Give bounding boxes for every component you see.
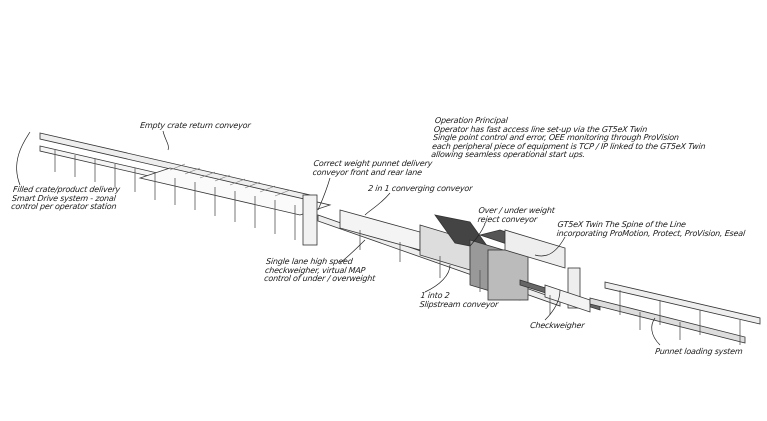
label-2-in-1-converging: 2 in 1 converging conveyor: [367, 184, 473, 194]
crate-conveyor: [39, 132, 332, 246]
label-line: conveyor front and rear lane: [312, 167, 423, 177]
label-line: control of under / overweight: [263, 274, 376, 283]
label-line: Checkweigher: [529, 321, 585, 330]
label-checkweigher: Checkweigher: [529, 321, 585, 331]
label-line: 2 in 1 converging conveyor: [367, 184, 473, 193]
label-punnet-loading: Punnet loading system: [654, 347, 743, 357]
punnet-loading-system: [589, 281, 761, 345]
label-line: Punnet loading system: [654, 347, 743, 356]
label-line: control per operator station: [10, 202, 117, 211]
label-line: allowing seamless operational start ups.: [430, 150, 586, 159]
callout-leaders: [16, 130, 661, 346]
main-line-machinery: [317, 209, 601, 315]
label-line: incorporating ProMotion, Protect, ProVis…: [556, 228, 746, 238]
label-line: reject conveyor: [477, 214, 538, 224]
label-line: Empty crate return conveyor: [139, 121, 251, 130]
label-line: Slipstream conveyor: [419, 299, 499, 309]
label-empty-crate-return: Empty crate return conveyor: [139, 121, 251, 131]
